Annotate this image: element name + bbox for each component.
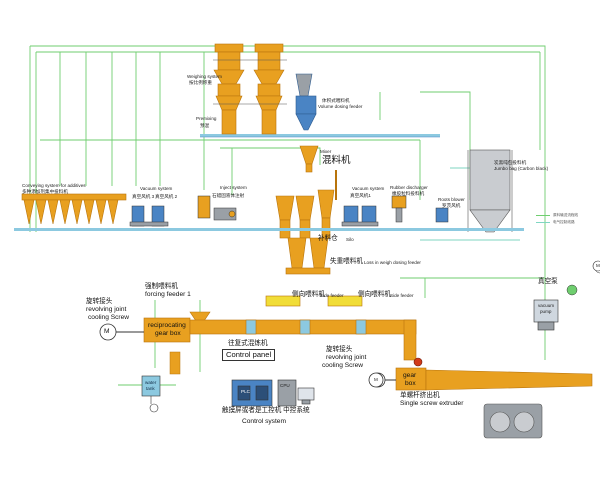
label-vacuum-left-3: 真空风机 3 [132,194,155,199]
label-side2-cn: 侧向喂料机 [358,291,391,298]
label-rev-right-cn: 旋转接头 [326,346,353,353]
label-rev-left-en: revolving joint [86,306,127,313]
label-liw-cn: 失重喂料机 [330,258,363,265]
label-vacuum-left-2: 真空风机 2 [155,194,178,199]
motor-left-label: M [104,328,110,335]
label-premixing-cn: 预混 [200,123,210,128]
legend-text-electric: 电气控制线路 [553,220,575,224]
plc-label: PLC [241,389,250,394]
legend-line-material [536,215,550,216]
label-roots-cn: 罗茨风机 [442,203,461,208]
label-conveying-cn: 多种添加剂集中投料机 [22,189,68,194]
label-control-system-en: Control system [242,418,286,425]
label-forcing-en: forcing feeder 1 [145,291,191,298]
label-vacuum-pump-cn: 真空泵 [538,278,558,285]
silos [275,189,335,275]
volume-dosing-feeder [295,73,317,131]
vacuum-pump [533,299,559,331]
label-water-2: tank [146,386,155,391]
label-weighing-cn: 按比例称重 [189,80,212,85]
label-inject-en: Inject system [220,185,247,190]
label-control-system-cn: 触摸屏或者是工控机 中控系统 [222,407,310,414]
mixer [299,145,319,173]
control-cabinets [231,379,315,407]
label-volume-en: Volume dosing feeder [318,104,363,109]
upper-platform [200,134,440,137]
label-rubber-en: Rubber discharger [390,185,428,190]
rubber-discharger [391,195,407,223]
label-vacuum-pump-1: vacuum [538,303,555,308]
legend-row-electric: 电气控制线路 [536,219,598,226]
weighing-tower-right [253,43,285,135]
label-vacuum-left-en: Vacuum system [140,186,173,191]
label-gearbox-right-2: box [405,380,416,387]
plc-small-label: CPU [280,383,290,388]
label-rev-left-cn: 旋转接头 [86,298,113,305]
single-screw-extruder [395,367,593,391]
label-rev-right-cool: cooling Screw [322,362,364,369]
motor-right-label: M [374,377,378,382]
inject-system [197,195,237,221]
label-conveying-en: Conveying system for additives [22,183,86,188]
label-water-1: water [145,380,157,385]
label-vacuum-pump-2: pump [540,309,552,314]
label-premixing-en: Premixing [196,116,217,121]
label-vacuum-mid-cn: 真空风机1 [350,193,371,198]
pelletizer [483,403,543,439]
label-rev-right-en: revolving joint [326,354,367,361]
label-side1-en: Side feeder [320,293,344,298]
label-extruder-en: Single screw extruder [400,400,464,407]
reciprocating-kneader [143,317,417,361]
label-jumbo-cn: 炭黑吨包投料机 [494,160,527,165]
label-weighing-en: Weighing system [187,74,222,79]
water-tank [141,375,161,413]
label-mixer-en: Mixer [320,149,332,154]
legend-row-material: 原料输送流程线 [536,212,598,219]
vacuum-system-mid [341,205,379,227]
label-extruder-cn: 单螺杆挤出机 [400,392,440,399]
label-gearbox-right-1: gear [403,372,417,379]
motor-top-label: M [596,263,600,268]
label-mixer-cn: 混料机 [322,155,351,166]
control-lines [29,45,546,386]
label-roots-en: Roots blower [438,197,465,202]
control-panel-label: Control panel [222,349,276,361]
label-recip-en1: reciprocating [148,322,186,329]
legend-text-material: 原料输送流程线 [553,213,579,217]
label-side1-cn: 侧向喂料机 [292,291,325,298]
jumbo-bag-silo [467,149,513,233]
label-recip-en2: gear box [155,330,181,337]
label-liw-en: Loss in weigh dosing feeder [364,260,421,265]
lower-floor [14,228,524,231]
label-volume-cn: 体积式喂料机 [322,98,350,103]
label-rev-left-cool: cooling Screw [88,314,130,321]
label-silo-en: Silo [346,237,354,242]
label-recip-cn: 往复式混炼机 [228,340,268,347]
label-vacuum-mid-en: Vacuum system [352,186,385,191]
roots-blower [435,207,449,223]
label-silo-cn: 补料仓 [318,235,338,242]
label-forcing-cn: 强制喂料机 [145,283,178,290]
label-rubber-cn: 橡胶粒料投料机 [392,191,425,196]
label-jumbo-en: Jumbo bag (Carbon black) [494,166,549,171]
label-inject-cn: 石蜡固液体注射 [212,193,245,198]
weighing-tower-left [213,43,245,135]
legend-line-electric [536,222,550,223]
vacuum-system-left [129,205,169,227]
legend: 原料输送流程线 电气控制线路 [536,212,598,226]
additive-hoppers [21,193,127,225]
label-side2-en: Side feeder [390,293,414,298]
side-feeders [265,295,363,307]
